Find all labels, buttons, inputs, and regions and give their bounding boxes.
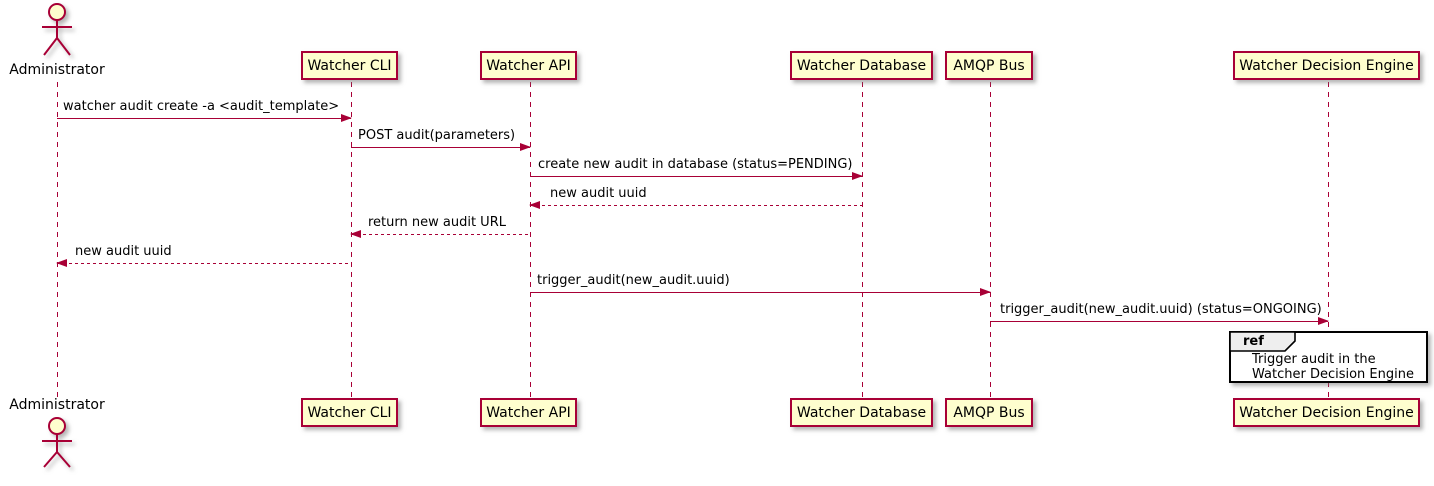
- participant-box-amqp-bus-top: AMQP Bus: [945, 51, 1033, 80]
- message-line: [351, 234, 530, 235]
- arrowhead-left-icon: [56, 259, 67, 267]
- message-line: [530, 292, 990, 293]
- participant-box-watcher-decision-engine-top: Watcher Decision Engine: [1233, 51, 1420, 80]
- arrowhead-right-icon: [341, 114, 352, 122]
- arrowhead-left-icon: [350, 230, 361, 238]
- administrator-actor-icon: [42, 417, 72, 468]
- participant-box-watcher-database-top: Watcher Database: [790, 51, 933, 80]
- message-line: [990, 321, 1328, 322]
- lifeline-watcher-database: [862, 82, 863, 397]
- arrowhead-right-icon: [852, 172, 863, 180]
- participant-box-watcher-api-bottom: Watcher API: [480, 398, 577, 427]
- participant-box-watcher-decision-engine-bottom: Watcher Decision Engine: [1233, 398, 1420, 427]
- ref-body-line-2: Watcher Decision Engine: [1252, 367, 1414, 382]
- message-5: return new audit URL: [350, 215, 530, 245]
- ref-tag-pentagon: [1229, 331, 1296, 352]
- administrator-actor-icon: [42, 3, 72, 56]
- ref-body: Trigger audit in the Watcher Decision En…: [1252, 352, 1414, 382]
- arrowhead-right-icon: [520, 143, 531, 151]
- lifeline-watcher-decision-engine: [1328, 82, 1329, 397]
- participant-box-watcher-cli-bottom: Watcher CLI: [301, 398, 398, 427]
- participant-label: Watcher API: [486, 404, 571, 421]
- message-label: trigger_audit(new_audit.uuid): [537, 273, 730, 288]
- participant-label: Watcher Decision Engine: [1239, 57, 1414, 74]
- lifeline-amqp-bus: [990, 82, 991, 397]
- message-4: new audit uuid: [529, 186, 862, 216]
- message-line: [57, 263, 351, 264]
- participant-label: AMQP Bus: [953, 57, 1025, 74]
- message-label: POST audit(parameters): [358, 128, 516, 143]
- participant-box-amqp-bus-bottom: AMQP Bus: [945, 398, 1033, 427]
- ref-body-line-1: Trigger audit in the: [1252, 352, 1376, 367]
- message-7: trigger_audit(new_audit.uuid): [530, 273, 991, 303]
- arrowhead-left-icon: [529, 201, 540, 209]
- participant-label: AMQP Bus: [953, 404, 1025, 421]
- message-label: new audit uuid: [550, 186, 647, 201]
- message-3: create new audit in database (status=PEN…: [530, 157, 863, 187]
- lifeline-watcher-api: [530, 82, 531, 397]
- ref-fragment: ref Trigger audit in the Watcher Decisio…: [1229, 331, 1428, 383]
- message-label: watcher audit create -a <audit_template>: [63, 99, 340, 114]
- message-line: [351, 147, 530, 148]
- lifeline-administrator: [57, 82, 58, 397]
- lifeline-watcher-cli: [351, 82, 352, 397]
- participant-box-watcher-cli-top: Watcher CLI: [301, 51, 398, 80]
- participant-label: Watcher Decision Engine: [1239, 404, 1414, 421]
- participant-label: Watcher Database: [796, 404, 927, 421]
- message-label: return new audit URL: [368, 215, 506, 230]
- participant-box-watcher-api-top: Watcher API: [480, 51, 577, 80]
- message-label: new audit uuid: [75, 244, 172, 259]
- arrowhead-right-icon: [1318, 317, 1329, 325]
- participant-label: Watcher CLI: [307, 404, 392, 421]
- message-8: trigger_audit(new_audit.uuid) (status=ON…: [990, 302, 1329, 332]
- ref-keyword: ref: [1243, 334, 1264, 349]
- actor-label-administrator-bottom: Administrator: [9, 397, 105, 413]
- participant-label: Watcher Database: [796, 57, 927, 74]
- participant-label: Watcher CLI: [307, 57, 392, 74]
- message-label: create new audit in database (status=PEN…: [538, 157, 853, 172]
- arrowhead-right-icon: [980, 288, 991, 296]
- participant-label: Watcher API: [486, 57, 571, 74]
- message-label: trigger_audit(new_audit.uuid) (status=ON…: [1000, 302, 1322, 317]
- actor-label-administrator-top: Administrator: [9, 62, 105, 78]
- message-line: [57, 118, 351, 119]
- message-1: watcher audit create -a <audit_template>: [57, 99, 352, 129]
- message-2: POST audit(parameters): [351, 128, 531, 158]
- message-line: [530, 176, 862, 177]
- participant-box-watcher-database-bottom: Watcher Database: [790, 398, 933, 427]
- message-line: [530, 205, 862, 206]
- message-6: new audit uuid: [56, 244, 351, 274]
